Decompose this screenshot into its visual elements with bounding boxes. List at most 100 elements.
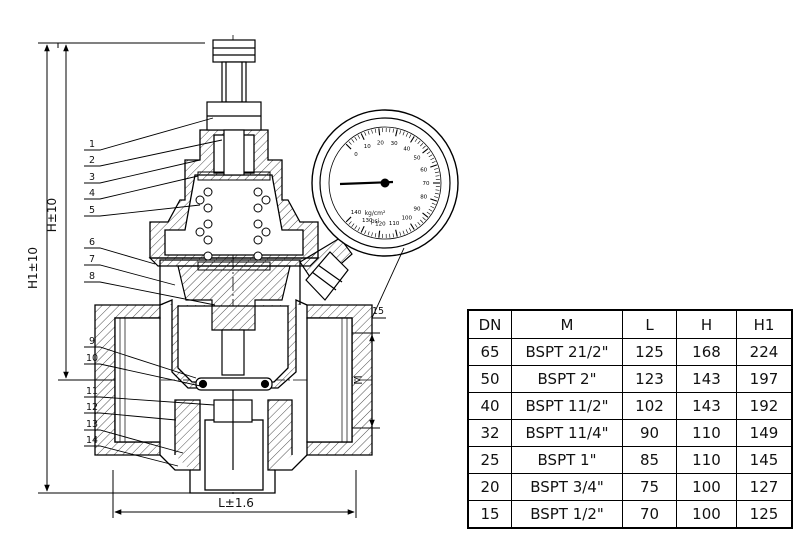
gauge-tick — [422, 145, 426, 149]
gauge-tick — [435, 189, 440, 191]
header-dn: DN — [467, 309, 512, 339]
cell-h1: 127 — [736, 473, 793, 501]
gauge-tick — [357, 227, 361, 231]
cell-dn: 40 — [467, 392, 512, 420]
cell-h: 100 — [676, 500, 737, 529]
gauge-tick — [430, 164, 438, 168]
gauge-tick — [399, 231, 402, 236]
header-m: M — [511, 309, 623, 339]
gauge-number: 120 — [375, 222, 386, 228]
gauge-tick — [351, 223, 355, 227]
cell-h1: 125 — [736, 500, 793, 529]
cell-h1: 224 — [736, 338, 793, 366]
gauge-number: 40 — [403, 146, 410, 152]
cell-l: 123 — [622, 365, 677, 393]
gauge-tick — [399, 130, 402, 135]
gauge-tick — [364, 131, 367, 136]
part-label-5: 5 — [89, 205, 95, 216]
gauge-tick — [360, 226, 365, 233]
part-label-10: 10 — [86, 353, 98, 364]
adjusting-screw — [206, 39, 262, 176]
gauge-number: 130 — [362, 218, 373, 224]
cell-dn: 25 — [467, 446, 512, 474]
gauge-unit-psi: psi — [371, 218, 380, 225]
table-row: 15 BSPT 1/2" 70 100 125 — [467, 500, 793, 529]
gauge-tick — [426, 151, 431, 155]
specification-table: DN M L H H1 65 BSPT 21/2" 125 168 224 50… — [467, 309, 793, 529]
gauge-tick — [354, 225, 358, 230]
gauge-tick — [378, 230, 381, 238]
table-row: 50 BSPT 2" 123 143 197 — [467, 365, 793, 393]
cell-h1: 149 — [736, 419, 793, 447]
cell-l: 85 — [622, 446, 677, 474]
cell-l: 70 — [622, 500, 677, 529]
cell-h1: 197 — [736, 365, 793, 393]
spring — [195, 171, 271, 271]
gauge-tick — [408, 134, 412, 139]
gauge-tick — [408, 227, 412, 232]
gauge-tick — [431, 202, 436, 205]
gauge-number: 110 — [389, 221, 400, 227]
part-label-8: 8 — [89, 271, 95, 282]
gauge-number: 140 — [351, 210, 362, 216]
h-dimension-label: H±10 — [45, 198, 59, 232]
cell-h1: 192 — [736, 392, 793, 420]
dimension-h1 — [38, 42, 205, 494]
cell-h1: 145 — [736, 446, 793, 474]
gauge-tick — [371, 129, 373, 134]
gauge-tick — [392, 233, 394, 238]
gauge-tick — [348, 221, 352, 225]
gauge-number: 50 — [414, 155, 421, 161]
gauge-tick — [354, 136, 358, 141]
header-h1: H1 — [736, 309, 793, 339]
gauge-tick — [422, 212, 429, 218]
gauge-number: 20 — [377, 140, 384, 146]
diaphragm-assembly — [148, 257, 320, 470]
gauge-tick — [417, 221, 421, 226]
gauge-number: 0 — [354, 152, 358, 158]
cell-dn: 15 — [467, 500, 512, 529]
gauge-tick — [371, 232, 373, 237]
cell-dn: 32 — [467, 419, 512, 447]
header-l: L — [622, 309, 677, 339]
gauge-tick — [378, 128, 381, 136]
cell-l: 75 — [622, 473, 677, 501]
part-label-12: 12 — [86, 402, 98, 413]
cell-h: 143 — [676, 392, 737, 420]
part-label-13: 13 — [86, 419, 98, 430]
cell-h: 143 — [676, 365, 737, 393]
gauge-number: 80 — [420, 195, 427, 201]
cell-dn: 20 — [467, 473, 512, 501]
gauge-tick — [414, 138, 418, 142]
gauge-tick — [434, 171, 439, 174]
cell-m: BSPT 1" — [511, 446, 623, 474]
gauge-number: 30 — [391, 141, 398, 147]
gauge-number: 90 — [414, 207, 421, 213]
cell-l: 102 — [622, 392, 677, 420]
gauge-tick — [405, 229, 409, 234]
gauge-tick — [430, 205, 435, 209]
gauge-unit-kg: kg/cm² — [365, 210, 386, 217]
gauge-tick — [428, 208, 433, 212]
gauge-tick — [434, 168, 439, 170]
part-label-15: 15 — [372, 306, 384, 317]
cell-m: BSPT 1/2" — [511, 500, 623, 529]
header-h: H — [676, 309, 737, 339]
part-label-2: 2 — [89, 155, 95, 166]
cell-h: 110 — [676, 446, 737, 474]
part-label-3: 3 — [89, 172, 95, 183]
table-row: 25 BSPT 1" 85 110 145 — [467, 446, 793, 474]
gauge-tick — [430, 198, 438, 202]
gauge-tick — [364, 230, 367, 235]
gauge-tick — [414, 224, 418, 228]
gauge-tick — [435, 175, 440, 177]
gauge-tick — [351, 139, 355, 143]
gauge-tick — [357, 135, 361, 139]
table-row: 32 BSPT 11/4" 90 110 149 — [467, 419, 793, 447]
cell-m: BSPT 21/2" — [511, 338, 623, 366]
cell-m: BSPT 11/4" — [511, 419, 623, 447]
gauge-tick — [417, 140, 421, 145]
gauge-needle — [339, 178, 394, 188]
h1-dimension-label: H1±10 — [26, 247, 40, 289]
